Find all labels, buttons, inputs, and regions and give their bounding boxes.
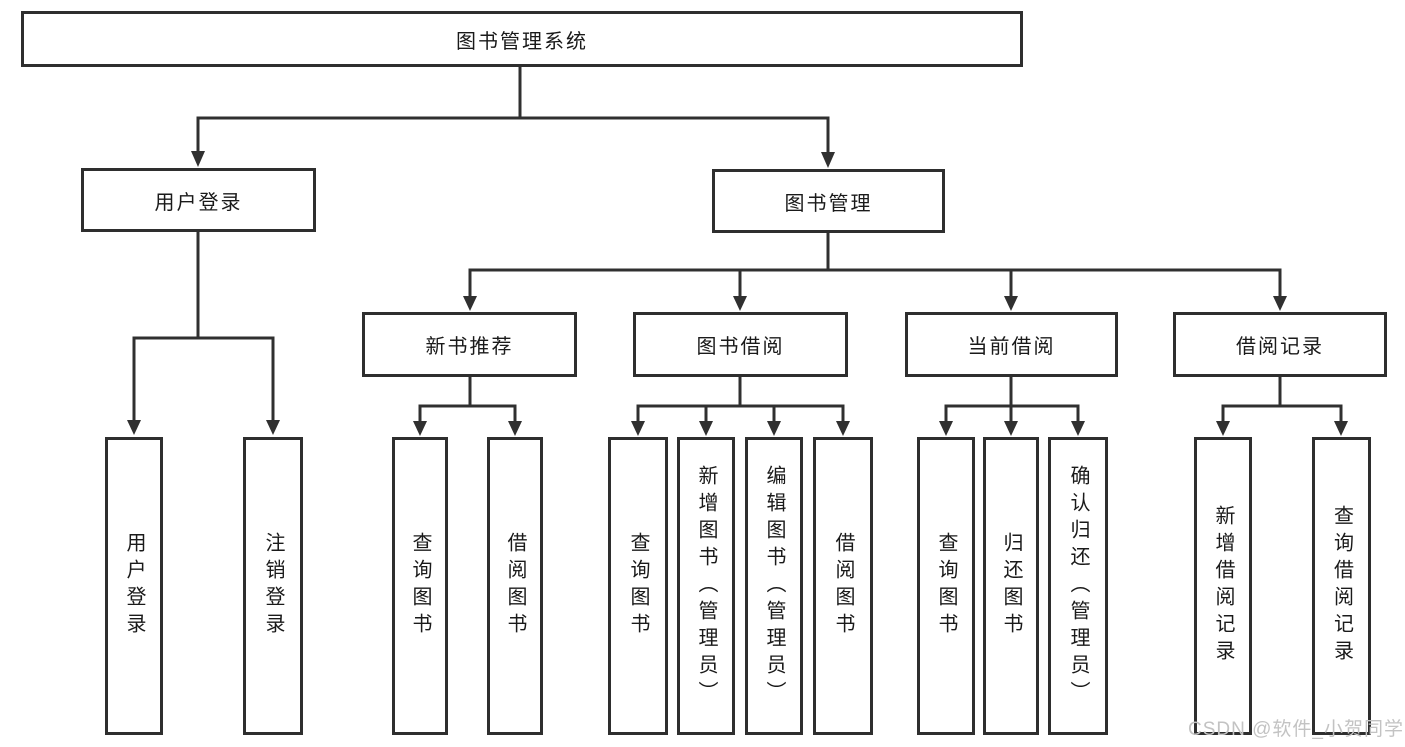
node-library-management-system: 图书管理系统 <box>21 11 1023 67</box>
node-book-management: 图书管理 <box>712 169 945 233</box>
connector-book-management-to-level3 <box>463 233 1287 311</box>
connector-book-borrow-to-leaves <box>631 377 850 436</box>
leaf-borrow-books-2: 借阅图书 <box>813 437 873 735</box>
leaf-borrow-books-1: 借阅图书 <box>487 437 543 735</box>
connector-user-login-to-leaves <box>127 232 280 435</box>
leaf-add-book-admin: 新增图书（管理员） <box>677 437 735 735</box>
leaf-edit-book-admin: 编辑图书（管理员） <box>745 437 803 735</box>
connector-new-book-to-leaves <box>413 377 522 436</box>
leaf-query-books-1: 查询图书 <box>392 437 448 735</box>
leaf-query-books-2: 查询图书 <box>608 437 668 735</box>
node-book-borrowing: 图书借阅 <box>633 312 848 377</box>
connector-borrow-records-to-leaves <box>1216 377 1348 436</box>
node-user-login: 用户登录 <box>81 168 316 232</box>
leaf-add-borrow-record: 新增借阅记录 <box>1194 437 1252 735</box>
leaf-user-login: 用户登录 <box>105 437 163 735</box>
leaf-query-books-3: 查询图书 <box>917 437 975 735</box>
connector-root-to-level2 <box>191 67 835 168</box>
leaf-logout: 注销登录 <box>243 437 303 735</box>
node-current-borrowing: 当前借阅 <box>905 312 1118 377</box>
node-new-book-recommendation: 新书推荐 <box>362 312 577 377</box>
connector-current-borrow-to-leaves <box>939 377 1085 436</box>
leaf-return-books: 归还图书 <box>983 437 1039 735</box>
node-borrowing-records: 借阅记录 <box>1173 312 1387 377</box>
leaf-confirm-return-admin: 确认归还（管理员） <box>1048 437 1108 735</box>
csdn-watermark: CSDN @软件_小贺同学 <box>1188 719 1404 740</box>
leaf-query-borrow-record: 查询借阅记录 <box>1312 437 1371 735</box>
